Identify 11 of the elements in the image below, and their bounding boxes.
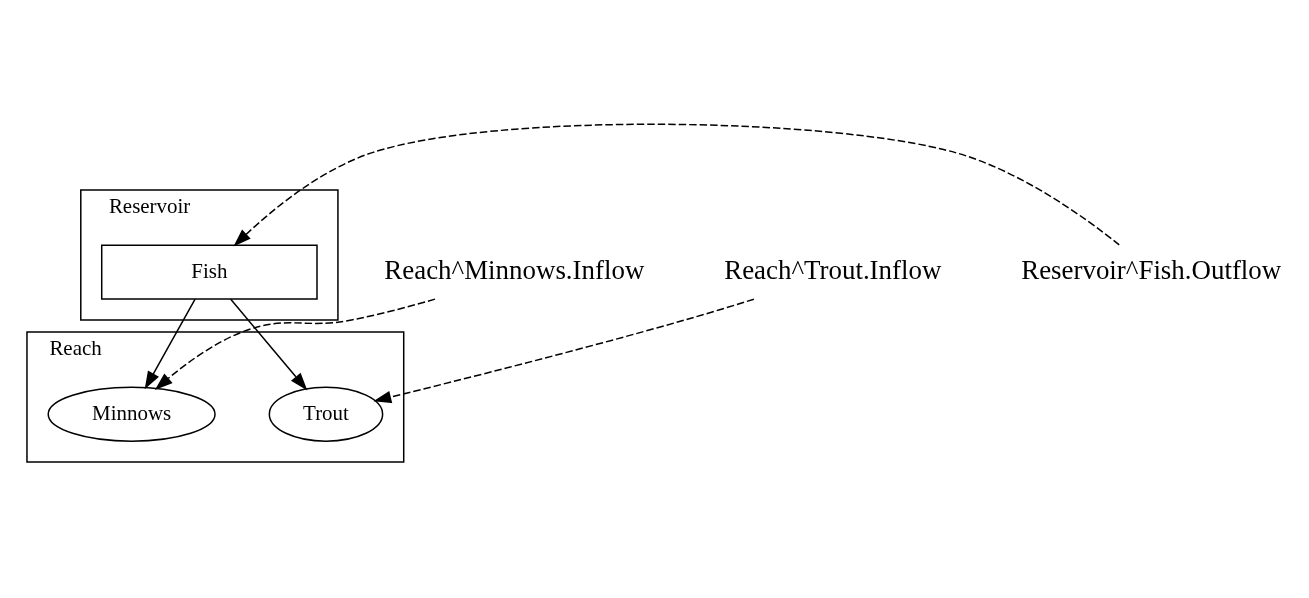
arrow [373,298,755,404]
arrow [154,298,436,391]
node-text: Reach^Trout.Inflow [724,254,942,285]
node-box: Fish [100,244,318,300]
node-text: Reservoir^Fish.Outflow [1021,254,1282,285]
node-text: Reach^Minnows.Inflow [384,254,645,285]
arrow [230,298,308,391]
arrow [144,298,196,390]
arrow [233,123,1120,247]
node-ellipse: Trout [268,386,384,442]
node-ellipse: Minnows [47,386,216,442]
